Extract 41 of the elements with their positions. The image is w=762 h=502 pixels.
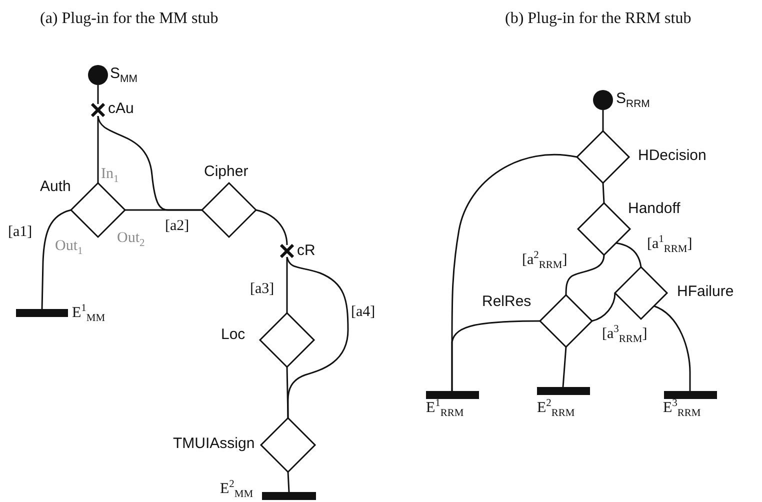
path-segment [41,209,72,310]
path-segment [286,256,349,418]
path-segment [602,110,604,131]
edge-label: [a$^{3}$$_{RRM}$] [602,326,648,342]
path-segment [125,209,202,211]
path-element-label: HFailure [677,284,734,300]
path-element-label: RelRes [482,294,532,310]
path-segment [287,472,290,492]
edge-label: [a4] [351,304,376,320]
edge-label: [a3] [250,281,274,298]
path-element-label: HDecision [638,148,706,164]
path-segment [286,366,289,418]
path-element-label: Auth [40,179,71,196]
path-segment [616,242,642,268]
path-segment [97,85,99,104]
path-segment [97,116,99,183]
path-element-label: Cipher [204,164,248,180]
path-segment [565,254,605,295]
edge-label: [a2] [165,218,190,234]
edge-label: [a$^{2}$$_{RRM}$] [522,252,568,268]
path-segment [602,182,605,204]
path-segment [451,320,540,391]
path-element-label: cAu [108,101,134,118]
path-element-label: S$_{MM}$ [110,66,138,82]
panel-title: (b) Plug-in for the RRM stub [505,10,692,28]
edge-label: [a1] [8,224,32,240]
path-segment [256,209,288,246]
path-element-label: Loc [221,327,246,344]
path-segment [562,346,567,388]
path-element-label: TMUIAssign [173,436,255,452]
port-label: In$_{1}$ [101,166,119,182]
port-label: Out$_{1}$ [55,238,83,254]
panel-title: (a) Plug-in for the MM stub [40,10,218,28]
path-element-label: cR [297,243,316,260]
path-segment [286,257,288,313]
path-element-label: Handoff [628,201,680,218]
edge-label: [a$^{1}$$_{RRM}$] [647,236,692,252]
port-label: Out$_{2}$ [117,230,145,246]
path-element-label: S$_{RRM}$ [616,91,650,108]
path-segment [592,292,616,322]
path-segment [654,305,691,391]
